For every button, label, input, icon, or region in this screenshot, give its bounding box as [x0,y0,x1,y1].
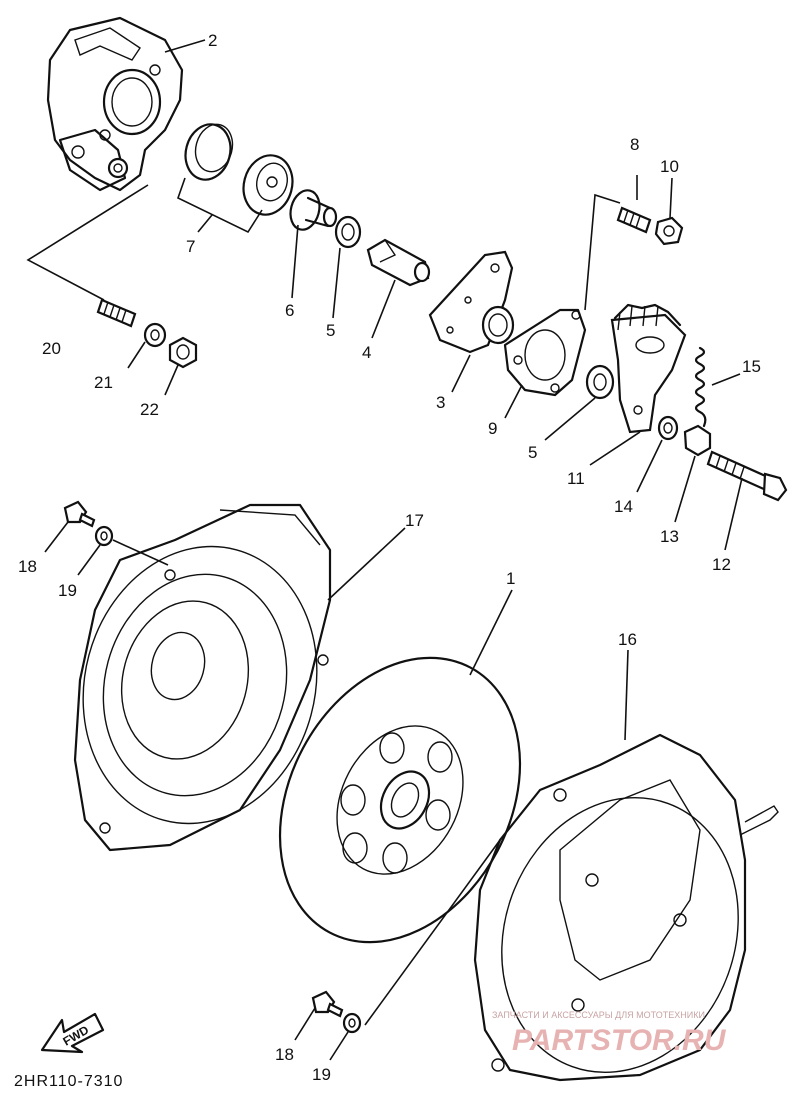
part-3-lever-plate [428,250,515,354]
label-part-19-upper: 19 [58,581,77,600]
label-part-16: 16 [618,630,637,649]
label-part-7: 7 [186,237,195,256]
label-part-3: 3 [436,393,445,412]
part-5-bearing-lower [585,364,615,400]
part-6-plunger [289,189,338,231]
part-1-brake-disc [278,656,522,944]
label-part-20: 20 [42,339,61,358]
part-11-brake-arm [610,303,687,434]
part-18-bolt-upper [63,500,96,528]
label-part-17: 17 [405,511,424,530]
label-part-5-upper: 5 [326,321,335,340]
fwd-direction-arrow: FWD [40,1012,105,1054]
part-16-cover-plate [473,733,779,1082]
part-12-bolt [706,450,788,502]
label-part-11: 11 [567,469,585,488]
part-19-washer-lower [342,1012,362,1034]
label-part-6: 6 [285,301,294,320]
part-13-nut [683,424,712,457]
label-part-22: 22 [140,400,159,419]
watermark: ЗАПЧАСТИ И АКСЕССУАРЫ ДЛЯ МОТОТЕХНИКИ PA… [492,1010,727,1057]
watermark-tagline: ЗАПЧАСТИ И АКСЕССУАРЫ ДЛЯ МОТОТЕХНИКИ [492,1010,705,1020]
label-part-12: 12 [712,555,731,574]
label-part-21: 21 [94,373,113,392]
part-21-washer [143,322,167,348]
label-part-14: 14 [614,497,633,516]
part-20-stud [96,298,137,328]
part-18-bolt-lower [311,990,344,1018]
leader-lines [26,39,743,1061]
label-part-10: 10 [660,157,679,176]
part-17-brake-housing [73,503,332,852]
part-19-washer-upper [94,525,114,547]
diagram-code: 2HR110-7310 [14,1073,123,1090]
part-2-bracket [46,16,184,192]
watermark-brand: PARTSTOR.RU [512,1024,727,1057]
part-22-nut [168,336,198,369]
label-part-13: 13 [660,527,679,546]
label-part-5-lower: 5 [528,443,537,462]
label-part-1: 1 [506,569,515,588]
part-number-labels: 2 7 6 5 4 3 9 5 11 8 10 15 14 13 12 20 2… [18,31,761,1084]
part-10-nut [654,216,684,246]
label-part-19-lower: 19 [312,1065,331,1084]
part-8-stud [616,206,652,234]
label-part-2: 2 [208,31,217,50]
label-part-18-upper: 18 [18,557,37,576]
part-7-seals [184,123,294,216]
label-part-4: 4 [362,343,371,362]
part-15-spring [694,346,707,428]
part-14-washer [657,415,679,441]
label-part-18-lower: 18 [275,1045,294,1064]
part-5-bearing-upper [334,215,362,249]
label-part-8: 8 [630,135,639,154]
part-4-camshaft [366,238,431,287]
label-part-9: 9 [488,419,497,438]
label-part-15: 15 [742,357,761,376]
part-9-gasket [503,308,587,397]
